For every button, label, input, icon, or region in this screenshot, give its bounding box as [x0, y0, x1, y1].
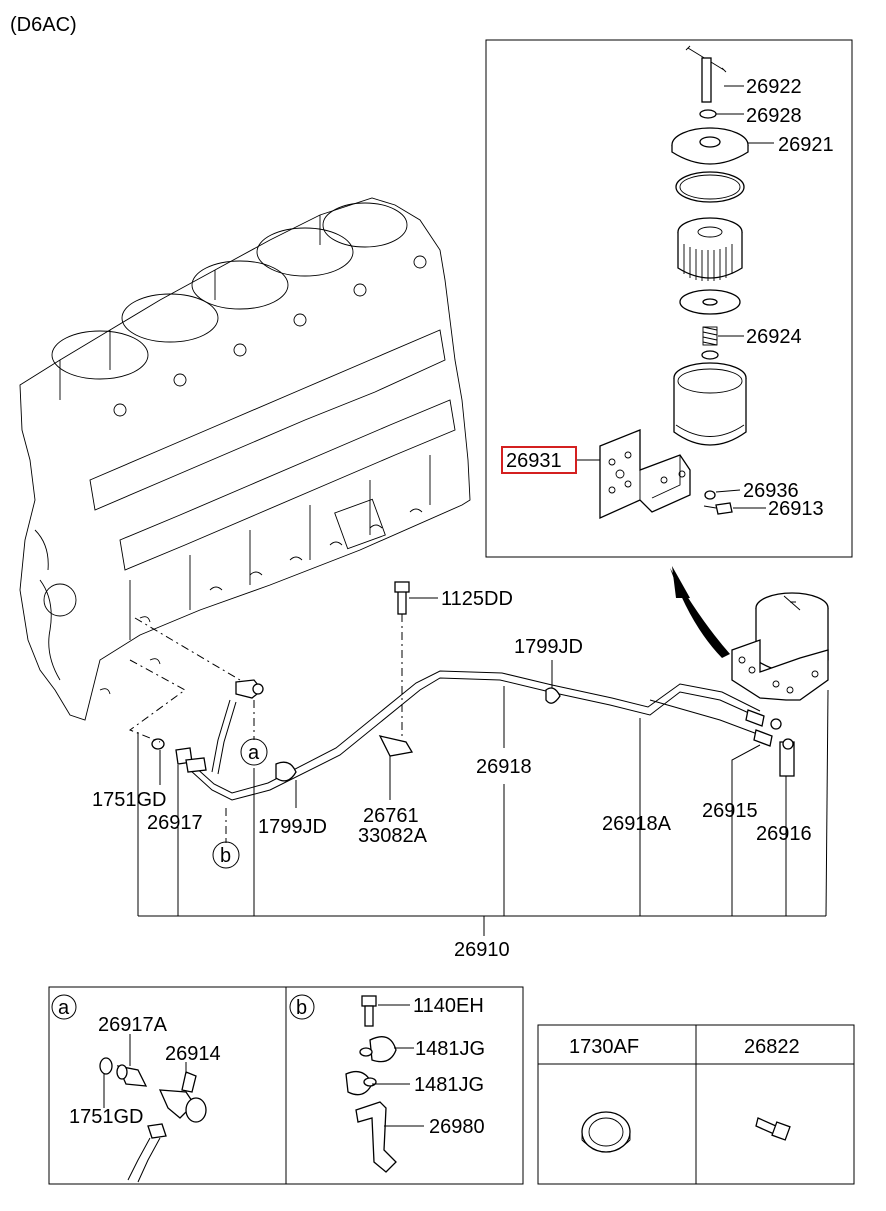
label-26928: 26928 [746, 105, 802, 127]
label-26924: 26924 [746, 326, 802, 348]
label-26918: 26918 [476, 756, 532, 778]
label-1481JG-1: 1481JG [415, 1038, 485, 1060]
table-header-26822: 26822 [744, 1036, 800, 1058]
label-1125DD: 1125DD [441, 588, 513, 610]
label-33082A: 33082A [358, 825, 428, 847]
label-26918A: 26918A [602, 813, 672, 835]
label-26915: 26915 [702, 800, 758, 822]
label-26921: 26921 [778, 134, 834, 156]
filter-assembly [731, 592, 829, 777]
callout-a[interactable] [240, 738, 268, 766]
label-26761: 26761 [363, 805, 419, 827]
filter-detail-box [485, 39, 853, 558]
label-26922: 26922 [746, 76, 802, 98]
label-26910: 26910 [454, 939, 510, 961]
inset-a-tag [51, 994, 77, 1020]
label-26931[interactable]: 26931 [506, 450, 562, 472]
inset-a-tag-label: a [58, 997, 70, 1019]
oil-pipes [189, 670, 761, 801]
label-1799JD-bottom: 1799JD [258, 816, 327, 838]
table-header-1730AF: 1730AF [569, 1036, 639, 1058]
callout-b[interactable] [212, 841, 240, 869]
label-1481JG-2: 1481JG [414, 1074, 484, 1096]
pipe-fittings [151, 581, 794, 782]
engine-block [19, 197, 471, 721]
detail-arrow [670, 568, 730, 658]
label-26916: 26916 [756, 823, 812, 845]
diagram-title: (D6AC) [10, 14, 77, 36]
inset-b-parts [345, 995, 397, 1173]
filter-exploded-view [599, 45, 749, 520]
label-26914: 26914 [165, 1043, 221, 1065]
label-26913: 26913 [768, 498, 824, 520]
highlight-26931[interactable] [501, 446, 577, 474]
label-26980: 26980 [429, 1116, 485, 1138]
label-1751GD-inset: 1751GD [69, 1106, 144, 1128]
label-1799JD-top: 1799JD [514, 636, 583, 658]
label-1140EH: 1140EH [413, 995, 484, 1017]
label-26936: 26936 [743, 480, 799, 502]
inset-b-tag-label: b [296, 997, 307, 1019]
inset-a-parts [99, 1057, 207, 1183]
bolt-icon [755, 1117, 791, 1141]
label-26917: 26917 [147, 812, 203, 834]
label-26917A: 26917A [98, 1014, 168, 1036]
callout-b-label: b [220, 845, 231, 867]
callout-a-label: a [248, 742, 260, 764]
seal-ring-icon [581, 1111, 631, 1153]
label-1751GD: 1751GD [92, 789, 167, 811]
inset-b-tag [289, 994, 315, 1020]
